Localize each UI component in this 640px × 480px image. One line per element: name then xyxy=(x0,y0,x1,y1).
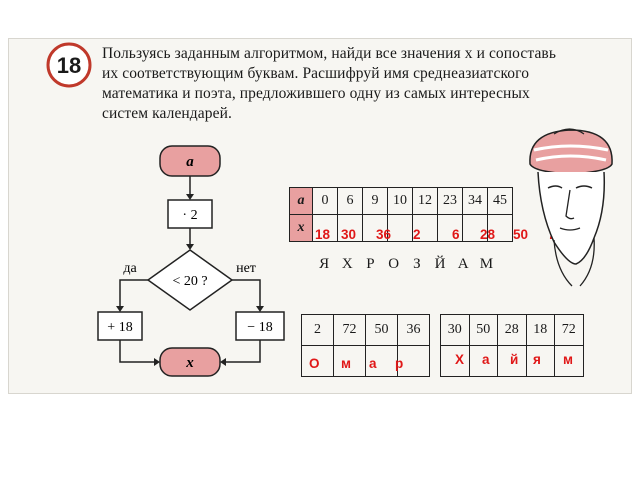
row-a-header: a xyxy=(289,187,313,215)
word1-answer: р xyxy=(395,356,404,371)
task-line-4: систем календарей. xyxy=(102,105,232,122)
x-cell xyxy=(387,214,413,242)
yes-label: да xyxy=(123,261,137,276)
a-cell: 10 xyxy=(387,187,413,215)
x-answer: 30 xyxy=(341,227,357,242)
word1-answer: а xyxy=(369,356,377,371)
x-answer: 18 xyxy=(315,227,331,242)
letter: З xyxy=(413,256,422,272)
x-answer: 28 xyxy=(480,227,496,242)
task-line-2: их соответствующим буквам. Расшифруй имя… xyxy=(102,65,530,82)
word2-answer-cell xyxy=(554,345,584,377)
word2-answer-cell xyxy=(497,345,527,377)
word2-answer: й xyxy=(510,352,519,367)
add-label: + 18 xyxy=(107,320,132,335)
letter: Я xyxy=(319,256,331,272)
word1-table: 2 72 50 36 xyxy=(301,314,430,377)
a-cell: 0 xyxy=(312,187,338,215)
poet-portrait-illustration xyxy=(529,128,613,287)
x-answer: 6 xyxy=(452,227,460,242)
values-table: a 0 6 9 10 12 23 34 45 x xyxy=(289,187,513,242)
word1-number: 50 xyxy=(365,314,398,346)
no-label: нет xyxy=(236,261,256,276)
word1-number: 2 xyxy=(301,314,334,346)
a-cell: 45 xyxy=(487,187,513,215)
word2-answer: м xyxy=(563,352,573,367)
condition-label: < 20 ? xyxy=(172,274,207,289)
word1-answer-cell xyxy=(397,345,430,377)
letter: Х xyxy=(341,256,354,272)
word1-answer: О xyxy=(309,356,320,371)
end-terminal xyxy=(159,347,221,377)
x-cell xyxy=(487,214,513,242)
letter: А xyxy=(457,256,470,272)
letter: М xyxy=(479,256,495,272)
word2-number: 50 xyxy=(468,314,498,346)
word1-answer: м xyxy=(341,356,351,371)
start-label: a xyxy=(186,154,194,170)
a-cell: 23 xyxy=(437,187,463,215)
x-answer: 50 xyxy=(513,227,529,242)
a-cell: 34 xyxy=(462,187,488,215)
word2-number: 30 xyxy=(440,314,470,346)
x-cell xyxy=(337,214,363,242)
x-answer: 36 xyxy=(376,227,392,242)
word2-answer: а xyxy=(482,352,490,367)
subtract-label: − 18 xyxy=(247,320,272,335)
condition-diamond xyxy=(146,249,234,311)
letter: Й xyxy=(434,256,447,272)
word2-number: 72 xyxy=(554,314,584,346)
word1-number: 36 xyxy=(397,314,430,346)
letter: Р xyxy=(366,256,376,272)
row-a: a 0 6 9 10 12 23 34 45 xyxy=(289,187,513,215)
letter: О xyxy=(388,256,401,272)
task-text: Пользуясь заданным алгоритмом, найди все… xyxy=(102,44,602,124)
word2-answer-cell xyxy=(468,345,498,377)
word2-answer: Х xyxy=(455,352,465,367)
task-line-1: Пользуясь заданным алгоритмом, найди все… xyxy=(102,45,557,62)
task-number-badge: 18 xyxy=(46,42,92,88)
a-cell: 9 xyxy=(362,187,388,215)
row-x-header: x xyxy=(289,214,313,242)
multiply-box xyxy=(167,199,213,229)
word1-answer-cell xyxy=(301,345,334,377)
word2-table: 30 50 28 18 72 xyxy=(440,314,584,377)
word2-number: 28 xyxy=(497,314,527,346)
word2-number: 18 xyxy=(525,314,555,346)
word2-answer: я xyxy=(533,352,541,367)
multiply-label: · 2 xyxy=(182,208,197,223)
a-cell: 6 xyxy=(337,187,363,215)
task-number: 18 xyxy=(57,53,81,78)
row-x: x xyxy=(289,214,513,242)
word1-number: 72 xyxy=(333,314,366,346)
task-line-3: математика и поэта, предложившего одну и… xyxy=(102,85,530,102)
a-cell: 12 xyxy=(412,187,438,215)
end-label: x xyxy=(185,355,194,371)
flowchart: a · 2 < 20 ? да нет + 18 − 18 x xyxy=(97,145,285,377)
x-cell xyxy=(462,214,488,242)
word2-answer-cell xyxy=(525,345,555,377)
x-answer: 2 xyxy=(413,227,421,242)
x-cell xyxy=(362,214,388,242)
